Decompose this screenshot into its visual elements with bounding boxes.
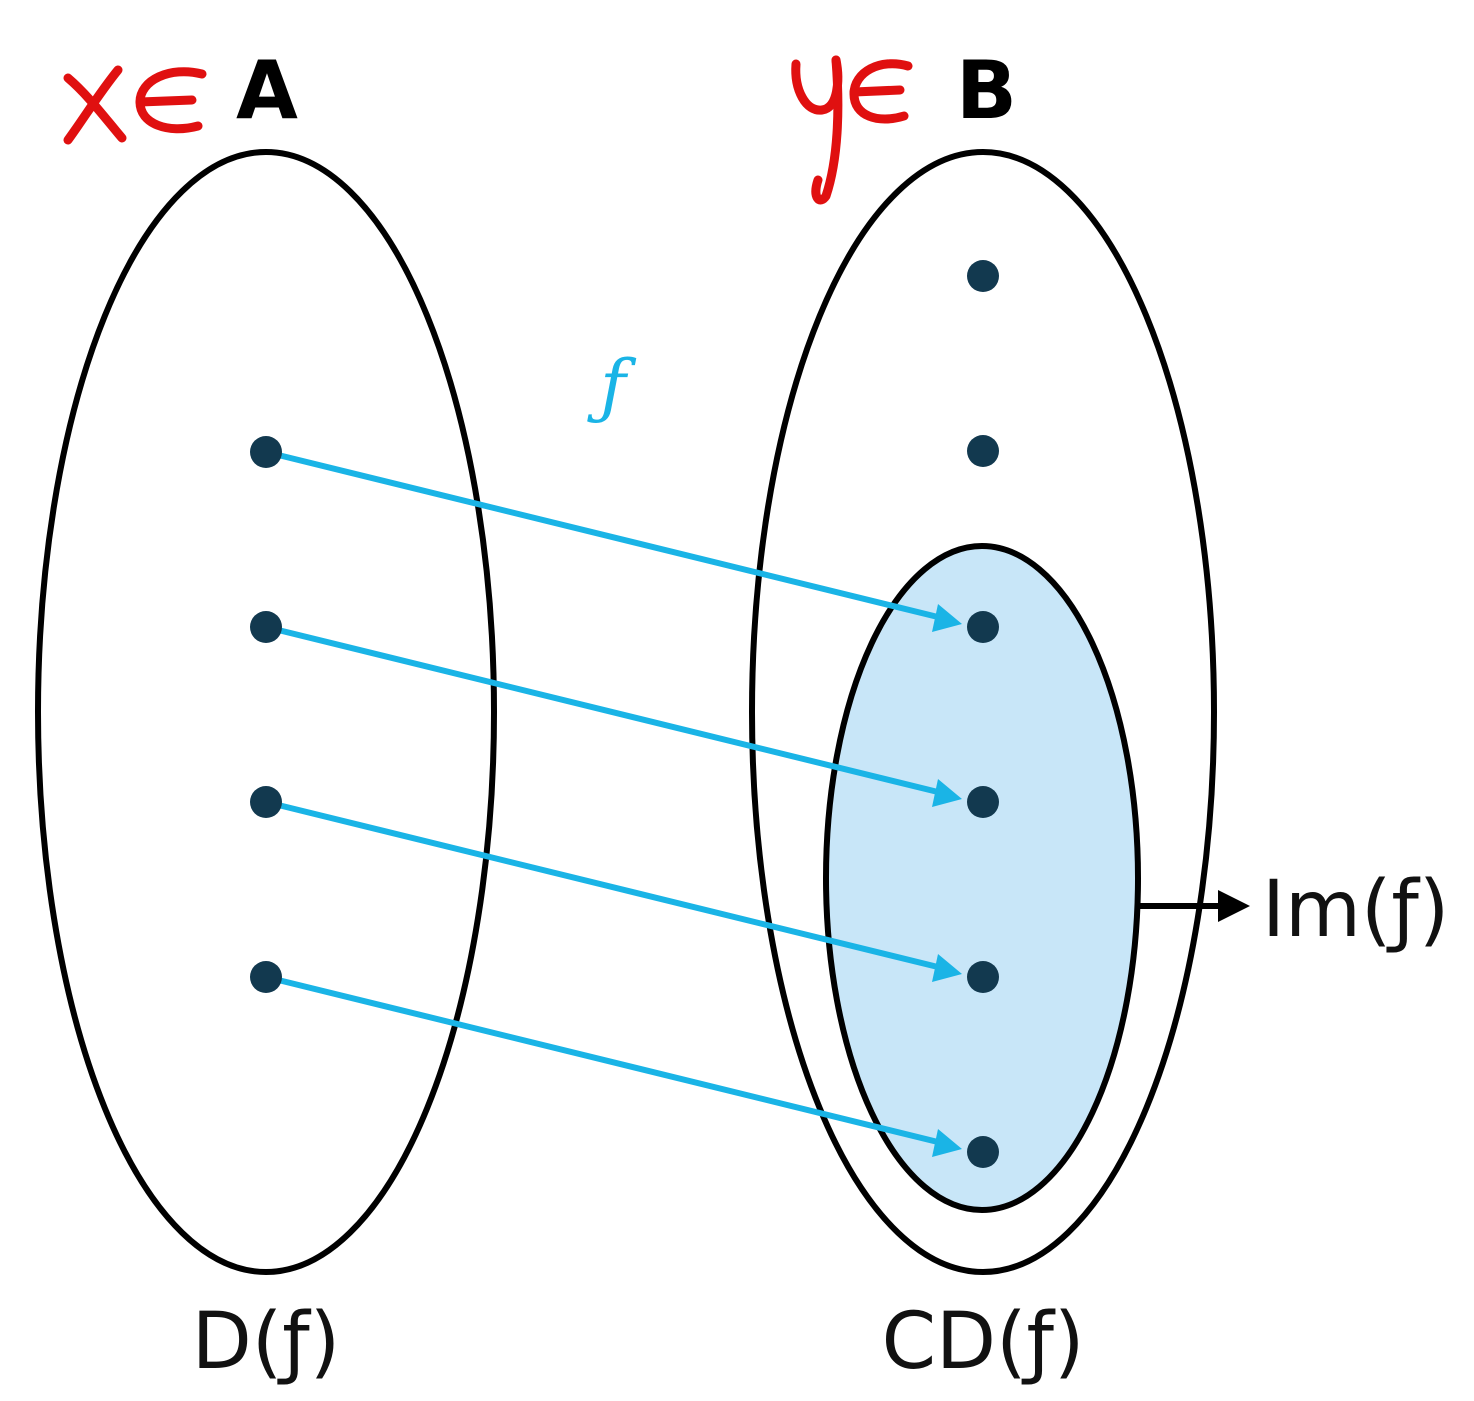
domain-point-2 [250, 611, 282, 643]
image-pointer-arrow [1140, 890, 1250, 922]
codomain-point-3 [967, 611, 999, 643]
codomain-point-5 [967, 961, 999, 993]
domain-point-3 [250, 786, 282, 818]
handwritten-x-element-of: x∈ [63, 65, 207, 145]
codomain-point-4 [967, 786, 999, 818]
image-subset-ellipse [823, 543, 1141, 1213]
domain-point-1 [250, 436, 282, 468]
mapping-arrow-1 [265, 449, 962, 632]
mapping-arrow-4 [265, 974, 962, 1157]
codomain-point-6 [967, 1136, 999, 1168]
function-label: ƒ [587, 345, 637, 427]
mapping-arrow-3 [265, 799, 962, 982]
domain-point-4 [250, 961, 282, 993]
set-a-name: A [236, 44, 298, 137]
set-a-ellipse [35, 149, 497, 1275]
mapping-arrow-2 [265, 624, 962, 807]
set-b-name: B [956, 44, 1017, 137]
codomain-point-1 [967, 260, 999, 292]
set-b-ellipse [749, 149, 1217, 1275]
handwritten-y-element-of: y∈ [791, 55, 913, 205]
domain-label: D(ƒ) [192, 1297, 340, 1387]
codomain-point-2 [967, 435, 999, 467]
codomain-label: CD(ƒ) [882, 1297, 1085, 1387]
image-label: Im(ƒ) [1262, 865, 1449, 955]
mapping-arrows [265, 449, 962, 1157]
